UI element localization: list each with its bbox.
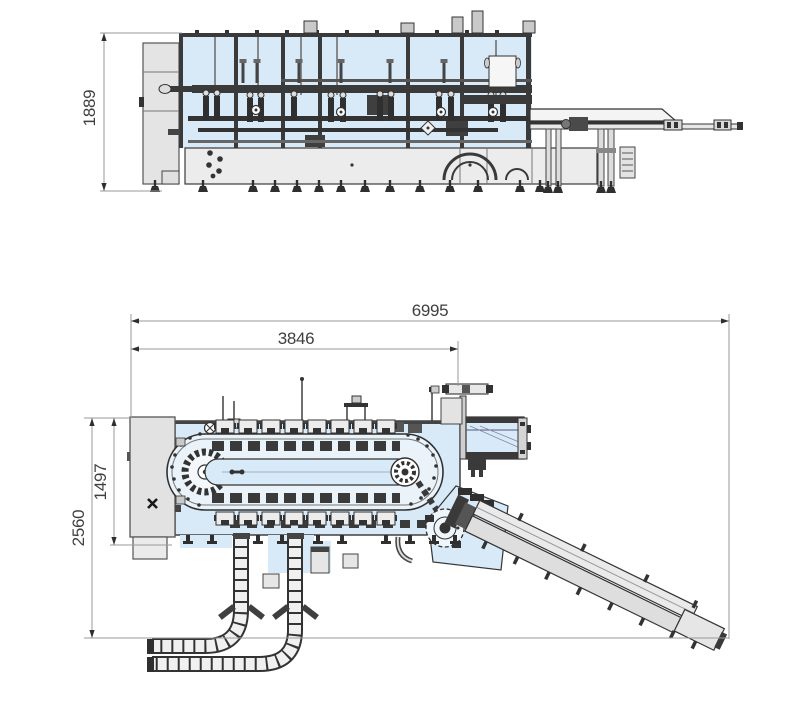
discharge-conveyor: [444, 494, 728, 652]
dimension-side-height: 1889: [80, 32, 182, 192]
plan-view: 6995 3846 2560 1497: [69, 301, 730, 672]
plan-cabinet: [127, 416, 176, 560]
carousel: [166, 419, 444, 528]
dimension-plan-main-length: 3846: [131, 329, 459, 386]
side-outfeed-conveyor: [529, 108, 743, 131]
x-marker: [147, 498, 158, 509]
vent-box: [619, 146, 636, 179]
conveyor-motor: [569, 117, 588, 131]
cabinet-extension: [132, 536, 168, 560]
dimension-plan-total-length: 6995: [130, 301, 730, 639]
feed-tubes: [147, 533, 319, 672]
dim-label-plan-total-depth: 2560: [69, 510, 88, 547]
dim-label-plan-main-length: 3846: [278, 329, 315, 348]
dimension-plan-total-depth: 2560: [69, 417, 729, 639]
conveyor-tip: [737, 122, 743, 130]
machinery-band: [158, 55, 532, 147]
base-plinth: [161, 147, 598, 185]
dimension-plan-main-depth: 1497: [91, 418, 172, 546]
cross-conveyor: [430, 383, 531, 477]
dim-label-plan-total-length: 6995: [412, 301, 449, 320]
cabinet-handle: [139, 97, 144, 107]
side-elevation-view: 1889: [80, 10, 743, 193]
frame-top: [179, 10, 536, 37]
side-machine: [139, 10, 743, 193]
dim-label-plan-main-depth: 1497: [91, 464, 110, 501]
dim-label-side-height: 1889: [80, 90, 99, 127]
plan-machine: [127, 377, 728, 672]
left-cabinet: [139, 42, 180, 185]
